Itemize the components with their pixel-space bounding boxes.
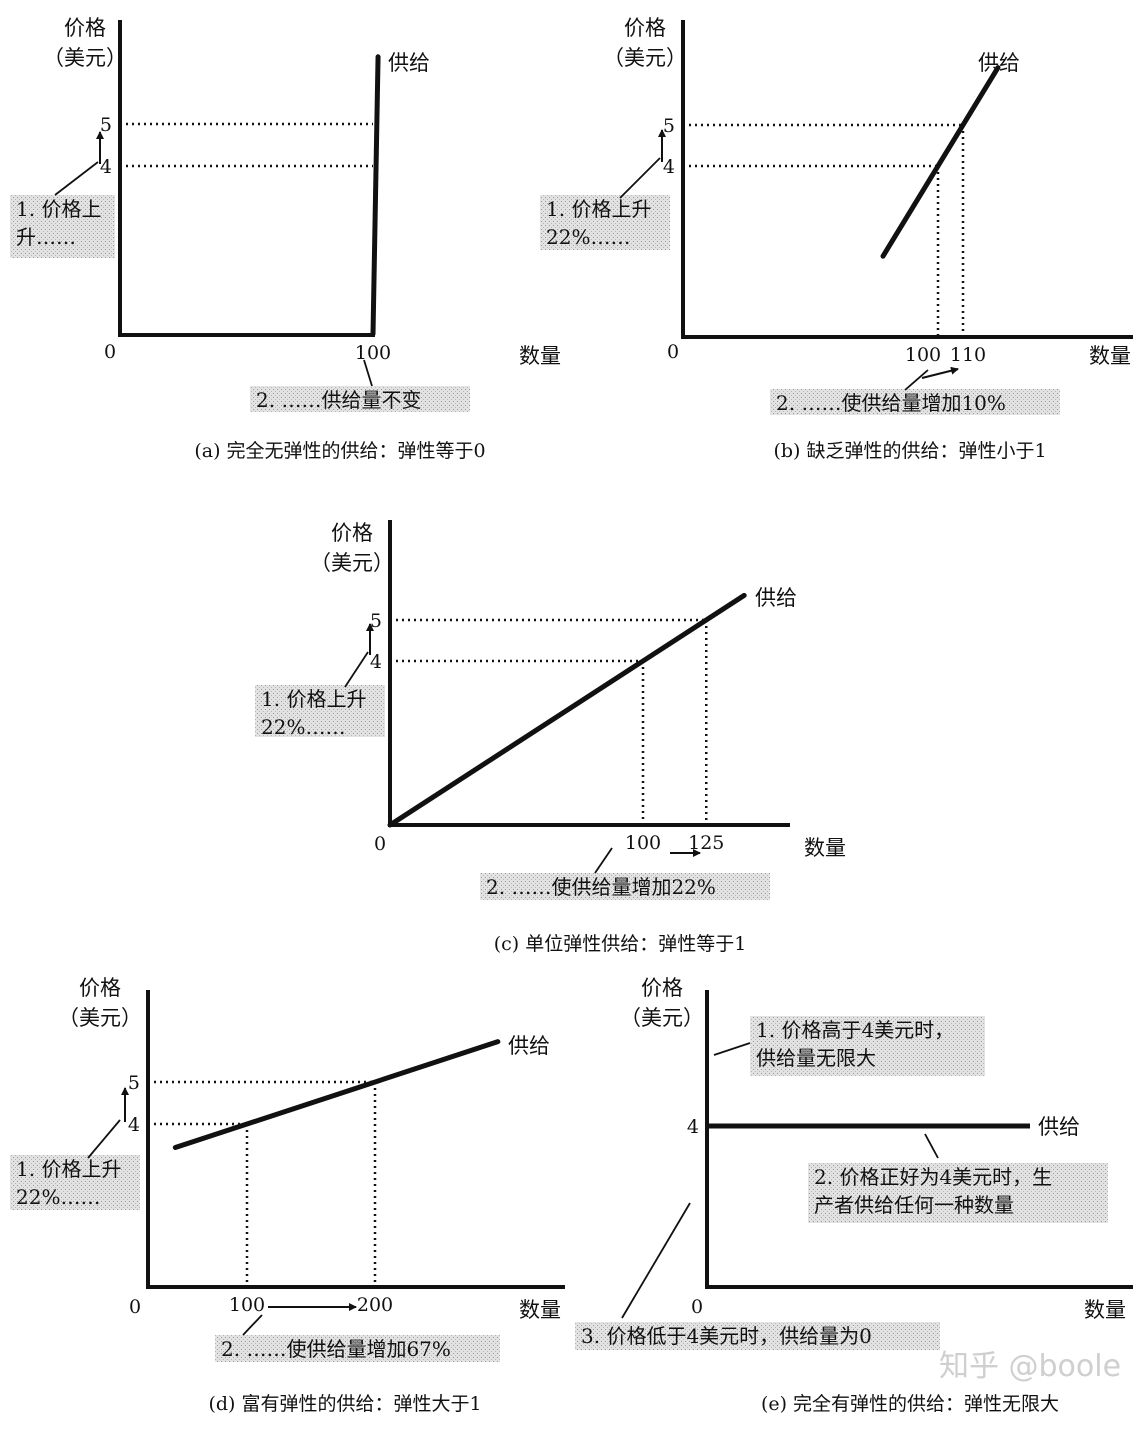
- x-axis-label: 数量: [1089, 344, 1131, 368]
- annotation-text: 1. 价格上升: [261, 687, 366, 711]
- panel-a: 价格 （美元） 数量 0 4 5 100 供给 1. 价格上升…… 2. ……供给量不变 (a) 完…: [10, 16, 561, 462]
- panel-c: 价格 （美元） 数量 0 4 5 100 125 供给 1. 价格上升 22%…… 2. ……使供给量…: [255, 520, 846, 955]
- annotation-text: 22%……: [261, 715, 345, 739]
- leader-line: [924, 1133, 939, 1159]
- origin-label: 0: [374, 833, 386, 855]
- y-axis-label: 价格: [64, 16, 106, 40]
- annotation-text: 2. ……使供给量增加10%: [776, 391, 1006, 415]
- supply-line: [387, 592, 747, 828]
- leader-line: [363, 359, 373, 387]
- supply-label: 供给: [508, 1034, 550, 1058]
- y-axis-label: 价格: [79, 976, 121, 1000]
- panel-d: 价格 （美元） 数量 0 4 5 100 200 供给 1. 价格上升 22%…… 2. ……使供给量…: [10, 976, 565, 1415]
- y-tick-label: 5: [370, 610, 382, 632]
- leader-line: [621, 1202, 691, 1319]
- origin-label: 0: [691, 1296, 703, 1318]
- annotation-box: [255, 685, 385, 737]
- y-tick-label: 5: [100, 114, 112, 136]
- annotation-text: 2. ……使供给量增加22%: [486, 875, 716, 899]
- y-axis-unit-label: （美元）: [603, 46, 687, 70]
- panel-caption: (c) 单位弹性供给：弹性等于1: [494, 933, 747, 955]
- x-tick-label: 100: [905, 344, 941, 366]
- watermark: 知乎 @boole: [939, 1349, 1121, 1384]
- x-tick-label: 100: [625, 832, 661, 854]
- y-axis-unit-label: （美元）: [620, 1006, 704, 1030]
- y-tick-label: 4: [370, 651, 382, 673]
- leader-line: [594, 847, 613, 874]
- supply-line: [880, 65, 1001, 259]
- y-tick-label: 5: [128, 1072, 140, 1094]
- supply-line: [172, 1039, 501, 1151]
- x-tick-label: 110: [950, 344, 986, 366]
- annotation-text: 1. 价格上升: [16, 1157, 121, 1181]
- annotation-box: [215, 1335, 500, 1362]
- y-tick-label: 4: [100, 156, 112, 178]
- leader-line: [713, 1042, 751, 1056]
- panel-caption: (e) 完全有弹性的供给：弹性无限大: [761, 1393, 1059, 1415]
- supply-label: 供给: [388, 51, 430, 75]
- annotation-box: [750, 1016, 985, 1076]
- annotation-text: 22%……: [16, 1185, 100, 1209]
- leader-line: [344, 651, 369, 688]
- annotation-text: 1. 价格上: [16, 197, 101, 221]
- y-tick-label: 4: [663, 156, 675, 178]
- change-arrow: [921, 366, 959, 379]
- x-axis-label: 数量: [1084, 1298, 1126, 1322]
- y-tick-label: 4: [687, 1116, 699, 1138]
- annotation-text: 2. ……使供给量增加67%: [221, 1337, 451, 1361]
- y-axis-unit-label: （美元）: [43, 46, 127, 70]
- annotation-text: 升……: [16, 225, 76, 249]
- x-axis-label: 数量: [519, 1298, 561, 1322]
- y-axis-label: 价格: [331, 521, 373, 545]
- annotation-text: 22%……: [546, 225, 630, 249]
- y-axis-unit-label: （美元）: [310, 551, 394, 575]
- leader-line: [87, 1119, 121, 1159]
- annotation-box: [250, 386, 470, 412]
- y-tick-label: 4: [128, 1114, 140, 1136]
- annotation-text: 1. 价格上升: [546, 197, 651, 221]
- panel-caption: (b) 缺乏弹性的供给：弹性小于1: [773, 440, 1046, 462]
- annotation-text: 3. 价格低于4美元时，供给量为0: [581, 1324, 872, 1348]
- supply-label: 供给: [978, 51, 1020, 75]
- supply-label: 供给: [755, 586, 797, 610]
- x-axis-label: 数量: [804, 836, 846, 860]
- annotation-box: [808, 1163, 1108, 1223]
- annotation-text: 1. 价格高于4美元时，: [756, 1018, 954, 1042]
- origin-label: 0: [667, 341, 679, 363]
- annotation-text: 供给量无限大: [756, 1046, 876, 1070]
- leader-line: [619, 157, 661, 199]
- annotation-box: [575, 1322, 940, 1350]
- annotation-box: [540, 195, 670, 250]
- annotation-box: [10, 195, 115, 258]
- x-tick-label: 100: [355, 342, 391, 364]
- annotation-text: 2. ……供给量不变: [256, 388, 421, 412]
- annotation-text: 产者供给任何一种数量: [814, 1193, 1014, 1217]
- y-axis-label: 价格: [624, 16, 666, 40]
- leader-line: [54, 161, 99, 196]
- x-tick-label: 200: [357, 1294, 393, 1316]
- y-axis-label: 价格: [641, 976, 683, 1000]
- panel-caption: (d) 富有弹性的供给：弹性大于1: [208, 1393, 481, 1415]
- x-axis-label: 数量: [519, 344, 561, 368]
- annotation-box: [480, 873, 770, 900]
- annotation-box: [770, 389, 1060, 415]
- y-tick-label: 5: [663, 115, 675, 137]
- supply-line: [370, 54, 381, 337]
- panel-b: 价格 （美元） 数量 0 4 5 100 110 供给 1. 价格上升 22%…… 2. ……使供给量…: [540, 16, 1133, 462]
- leader-line: [904, 369, 929, 391]
- origin-label: 0: [104, 341, 116, 363]
- panel-caption: (a) 完全无弹性的供给：弹性等于0: [194, 440, 485, 462]
- annotation-text: 2. 价格正好为4美元时，生: [814, 1165, 1052, 1189]
- annotation-box: [10, 1155, 140, 1210]
- x-tick-label: 100: [229, 1294, 265, 1316]
- x-tick-label: 125: [688, 832, 724, 854]
- y-axis-unit-label: （美元）: [58, 1006, 142, 1030]
- leader-line: [242, 1314, 263, 1336]
- panel-e: 价格 （美元） 数量 0 4 供给 1. 价格高于4美元时， 供给量无限大 2. 价格正好为4美…: [575, 976, 1133, 1415]
- origin-label: 0: [129, 1296, 141, 1318]
- supply-label: 供给: [1038, 1115, 1080, 1139]
